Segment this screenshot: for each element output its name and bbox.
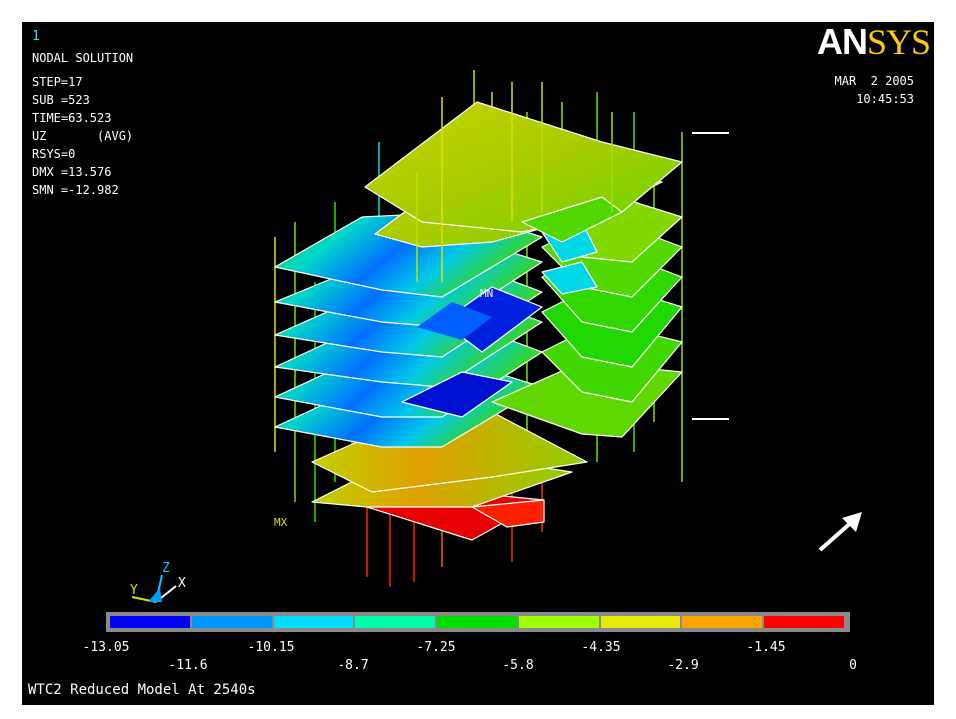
triad-z-label: Z [162, 561, 170, 576]
legend-label-bottom: 0 [849, 658, 857, 673]
axis-triad [131, 574, 177, 603]
legend-color-band [764, 616, 844, 628]
range-markers [692, 132, 729, 420]
legend-label-bottom: -5.8 [502, 658, 534, 673]
legend-color-band [110, 616, 190, 628]
triad-y-label: Y [130, 583, 138, 598]
param-dmx: DMX =13.576 [32, 165, 112, 179]
min-marker: MN [480, 287, 494, 300]
light-direction-arrow [818, 512, 862, 552]
solution-parameters: NODAL SOLUTION STEP=17 SUB =523 TIME=63.… [32, 49, 133, 199]
window-number: 1 [32, 29, 40, 44]
legend-label-top: -7.25 [416, 640, 456, 655]
graphics-window: 1 NODAL SOLUTION STEP=17 SUB =523 TIME=6… [22, 22, 934, 705]
plot-time: 10:45:53 [856, 92, 914, 106]
max-marker: MX [274, 516, 288, 529]
plot-date: MAR 2 2005 [834, 74, 914, 88]
legend-label-bottom: -11.6 [168, 658, 208, 673]
legend-label-top: -4.35 [581, 640, 621, 655]
legend-label-bottom: -2.9 [667, 658, 699, 673]
legend-color-band [600, 616, 681, 628]
legend-color-band [355, 616, 436, 628]
legend-label-bottom: -8.7 [337, 658, 369, 673]
legend-label-top: -1.45 [746, 640, 786, 655]
contour-legend-bar [106, 612, 850, 632]
legend-label-top: -10.15 [247, 640, 295, 655]
plot-title: NODAL SOLUTION [32, 51, 134, 65]
legend-color-band [518, 616, 599, 628]
upper-columns [416, 82, 613, 282]
ansys-logo: ANSYS [816, 22, 931, 62]
structure-model-plot [131, 70, 862, 603]
param-smn: SMN =-12.982 [32, 183, 119, 197]
legend-label-top: -13.05 [82, 640, 130, 655]
param-time: TIME=63.523 [32, 111, 112, 125]
param-uz: UZ (AVG) [32, 129, 134, 143]
param-step: STEP=17 [32, 75, 83, 89]
floor-slabs [274, 101, 683, 541]
param-sub: SUB =523 [32, 93, 90, 107]
param-rsys: RSYS=0 [32, 147, 76, 161]
triad-x-label: X [178, 576, 186, 591]
legend-color-band [273, 616, 354, 628]
plot-caption: WTC2 Reduced Model At 2540s [28, 682, 256, 698]
legend-color-band [437, 616, 517, 628]
legend-color-band [191, 616, 272, 628]
legend-color-band [682, 616, 763, 628]
